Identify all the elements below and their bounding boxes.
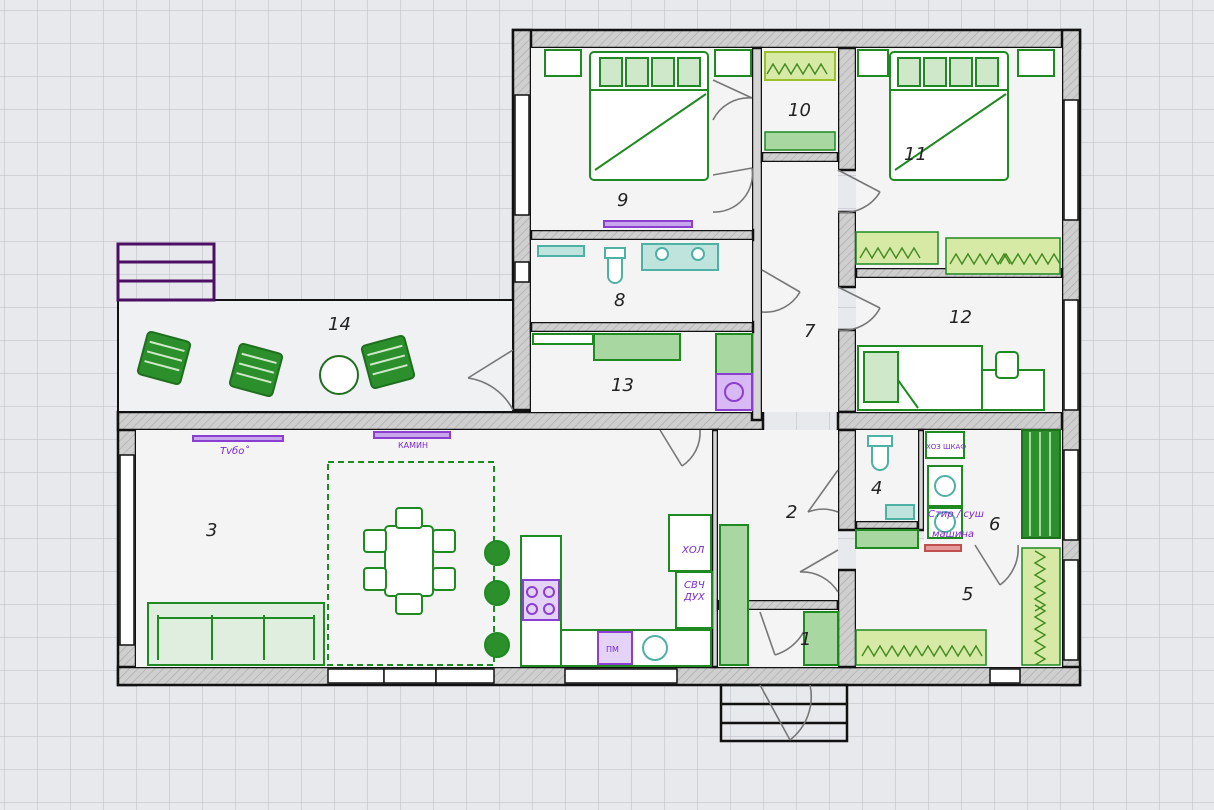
washer-dryer-label-2: машина	[932, 529, 974, 540]
appliance-labels: Тvбо˚ КАМИН ХОЛ СВЧ ДУХ ПМ ХОЗ ШКАФ Стир…	[220, 441, 984, 654]
oven-label: ДУХ	[683, 592, 706, 603]
terrace-stairs	[116, 242, 216, 302]
dishwasher-label: ПМ	[606, 645, 619, 654]
room-8-label: 8	[614, 290, 625, 311]
room-numbers: 1 2 3 4 5 6 7 8 9 10 11 12 13 14	[206, 100, 1000, 650]
kitchen-furniture	[484, 514, 713, 667]
household-cabinet-label: ХОЗ ШКАФ	[926, 443, 966, 451]
living-room-furniture	[147, 431, 495, 666]
tv-label: Тvбо˚	[220, 445, 249, 457]
terrace-furniture	[136, 330, 416, 398]
room-9-label: 9	[617, 190, 628, 211]
room-2-label: 2	[786, 502, 797, 523]
room-11-label: 11	[904, 144, 927, 165]
room-13-furniture	[532, 333, 753, 411]
bedroom-11-furniture	[857, 49, 1055, 181]
room-13-label: 13	[611, 375, 634, 396]
closet-10-furniture	[764, 51, 836, 151]
room-5-wardrobes	[855, 547, 1061, 666]
room-12-furniture	[857, 345, 1045, 411]
washer-dryer-label: Стир / суш	[928, 509, 984, 520]
microwave-label: СВЧ	[684, 580, 705, 591]
bathroom-4-fixtures	[867, 435, 915, 520]
room-10-label: 10	[788, 100, 811, 121]
room-3-label: 3	[206, 520, 217, 541]
room-12-label: 12	[949, 307, 972, 328]
laundry-6-furniture	[855, 429, 1061, 552]
fireplace-label: КАМИН	[398, 441, 428, 450]
doors	[467, 79, 1019, 741]
room-5-label: 5	[962, 584, 973, 605]
bathroom-8-fixtures	[537, 243, 719, 284]
room-1-label: 1	[800, 629, 811, 650]
room-4-label: 4	[871, 478, 882, 499]
entrance-stairs	[719, 683, 849, 743]
bedroom-9-furniture	[544, 49, 752, 228]
room-6-label: 6	[989, 514, 1000, 535]
hall-furniture	[719, 524, 839, 666]
fridge-label: ХОЛ	[681, 545, 705, 556]
windows	[119, 94, 1079, 684]
wardrobes-11	[855, 231, 1061, 275]
room-7-label: 7	[804, 321, 816, 342]
room-14-label: 14	[328, 314, 351, 335]
